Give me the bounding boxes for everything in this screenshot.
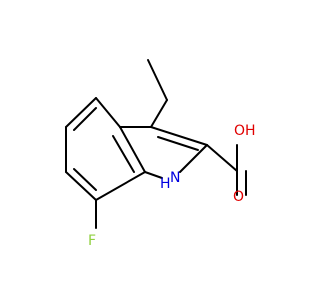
atom-label-n: N (170, 170, 180, 186)
bond-lines (65, 59, 247, 229)
bond-c6-c7-inner (73, 168, 97, 191)
bond-c4-c5 (65, 97, 97, 128)
bond-ethyl-ch2 (150, 99, 168, 128)
atom-label-f: F (88, 233, 96, 249)
bond-c3-c2-outer (150, 126, 208, 146)
atom-labels: OH O N H F (88, 123, 256, 249)
bond-c3a-c4 (95, 97, 121, 128)
bond-n1-c7a (144, 171, 163, 179)
molecule-structure: OH O N H F (65, 59, 256, 249)
bond-c4-c5-inner (73, 107, 97, 131)
bond-c7-c7a (95, 171, 146, 201)
bond-c3a-c7a-inner (112, 135, 135, 173)
atom-label-nh: H (160, 176, 171, 192)
bond-c2-n1 (179, 144, 208, 173)
atom-label-o-carbonyl: O (233, 189, 244, 205)
bond-ethyl-ch3 (147, 59, 168, 101)
atom-label-oh: OH (234, 123, 256, 139)
bond-c6-c7 (65, 171, 97, 201)
bond-c2-carboxyl (206, 144, 238, 172)
bond-c3-c2-inner (157, 136, 199, 151)
bond-c3a-c7a (119, 126, 146, 173)
